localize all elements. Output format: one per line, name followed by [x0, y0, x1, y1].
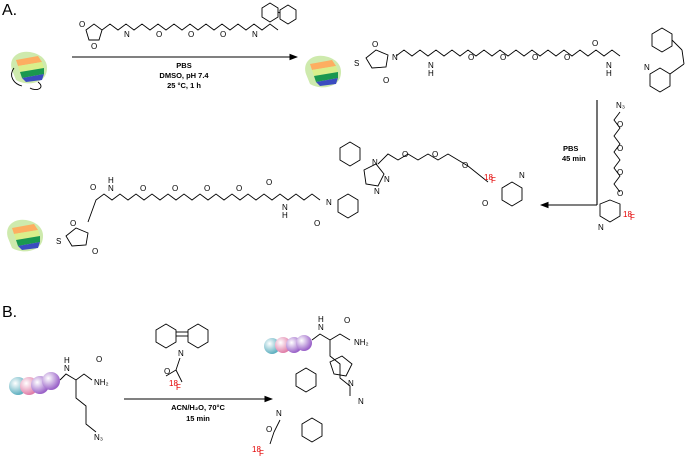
svg-text:O: O: [617, 168, 623, 177]
svg-text:N: N: [326, 198, 332, 207]
svg-text:N: N: [598, 223, 604, 232]
svg-text:N: N: [64, 364, 70, 373]
radiolabeled-conjugate-structure: S O O O N H O O O O O N H O N N N N O O …: [56, 141, 525, 256]
svg-text:NH₂: NH₂: [94, 378, 109, 387]
step1-solvent: PBS: [176, 61, 191, 70]
svg-text:N: N: [252, 30, 258, 39]
svg-text:N: N: [276, 409, 282, 418]
svg-text:O: O: [462, 161, 468, 170]
svg-text:N: N: [124, 30, 130, 39]
svg-text:N: N: [108, 184, 114, 193]
step1-temperature: 25 °C, 1 h: [167, 81, 201, 90]
svg-text:O: O: [92, 247, 98, 256]
svg-text:H: H: [108, 176, 114, 185]
protein-icon-3: [7, 219, 44, 252]
svg-text:18: 18: [484, 173, 493, 182]
svg-text:H: H: [428, 69, 434, 78]
svg-text:O: O: [156, 30, 162, 39]
azido-lysine-structure: N H O NH₂ N₃: [59, 355, 109, 442]
svg-text:O: O: [236, 184, 242, 193]
maleimide-peg-dbco-reagent: O O N O O O N: [79, 2, 297, 51]
svg-text:18: 18: [169, 379, 178, 388]
svg-text:O: O: [266, 425, 272, 434]
svg-text:F: F: [259, 449, 264, 458]
svg-text:F: F: [491, 176, 496, 185]
svg-text:N: N: [384, 175, 390, 184]
step2-time: 45 min: [562, 154, 586, 163]
svg-text:O: O: [564, 53, 570, 62]
triazole-product-structure: N H O NH₂ N N N O 18 F: [252, 315, 369, 458]
svg-text:O: O: [592, 39, 598, 48]
peptide-bead-chain-1: [9, 372, 60, 395]
svg-text:O: O: [164, 367, 170, 376]
protein-icon-2: [305, 55, 342, 88]
step1-conditions: DMSO, pH 7.4: [159, 71, 209, 80]
svg-text:H: H: [318, 315, 324, 324]
svg-text:N: N: [348, 379, 354, 388]
svg-text:18: 18: [252, 445, 261, 454]
svg-text:O: O: [70, 219, 76, 228]
svg-text:F: F: [176, 383, 181, 392]
svg-text:O: O: [344, 316, 350, 325]
svg-text:O: O: [532, 53, 538, 62]
svg-text:H: H: [606, 69, 612, 78]
step2-solvent: PBS: [563, 144, 578, 153]
svg-text:O: O: [314, 219, 320, 228]
svg-text:O: O: [96, 355, 102, 364]
svg-text:O: O: [402, 150, 408, 159]
svg-text:N: N: [282, 203, 288, 212]
step3-time: 15 min: [186, 414, 210, 423]
svg-text:N: N: [392, 53, 398, 62]
svg-text:NH₂: NH₂: [354, 338, 369, 347]
svg-text:H: H: [282, 211, 288, 220]
protein-icon-1: [11, 51, 48, 91]
svg-text:S: S: [354, 59, 359, 68]
svg-text:O: O: [172, 184, 178, 193]
svg-text:O: O: [617, 120, 623, 129]
svg-text:H: H: [64, 356, 70, 365]
svg-text:N₃: N₃: [94, 433, 103, 442]
svg-text:O: O: [372, 40, 378, 49]
svg-text:O: O: [188, 30, 194, 39]
svg-text:N: N: [358, 397, 364, 406]
svg-text:O: O: [140, 184, 146, 193]
svg-text:18: 18: [623, 210, 632, 219]
svg-text:O: O: [500, 53, 506, 62]
svg-text:N: N: [606, 61, 612, 70]
svg-text:N₃: N₃: [616, 101, 625, 110]
svg-text:F: F: [630, 213, 635, 222]
svg-text:N: N: [644, 63, 650, 72]
svg-text:O: O: [383, 76, 389, 85]
step3-conditions: ACN/H₂O, 70°C: [171, 403, 225, 412]
svg-text:N: N: [318, 323, 324, 332]
svg-text:O: O: [220, 30, 226, 39]
svg-text:N: N: [374, 187, 380, 196]
svg-text:O: O: [468, 53, 474, 62]
fluoropyridine-peg-azide-reagent: N₃ O O O O N 18 F: [598, 101, 635, 232]
svg-text:N: N: [178, 349, 184, 358]
svg-text:O: O: [79, 20, 85, 29]
dbco-fluoride-reagent: N O 18 F: [155, 323, 209, 392]
svg-text:O: O: [617, 189, 623, 198]
svg-text:O: O: [204, 184, 210, 193]
svg-text:N: N: [519, 171, 525, 180]
panel-b-label: B.: [2, 304, 17, 321]
svg-text:O: O: [266, 178, 272, 187]
svg-text:O: O: [432, 150, 438, 159]
svg-text:O: O: [91, 42, 97, 51]
panel-a-label: A.: [2, 2, 17, 19]
svg-text:N: N: [372, 158, 378, 167]
peptide-bead-chain-2: [264, 335, 312, 354]
svg-text:O: O: [617, 144, 623, 153]
svg-text:O: O: [90, 183, 96, 192]
conjugate-1-structure: S O O N N H O O O O O N H N: [354, 27, 685, 93]
svg-text:N: N: [428, 61, 434, 70]
svg-text:O: O: [482, 199, 488, 208]
svg-text:S: S: [56, 237, 61, 246]
